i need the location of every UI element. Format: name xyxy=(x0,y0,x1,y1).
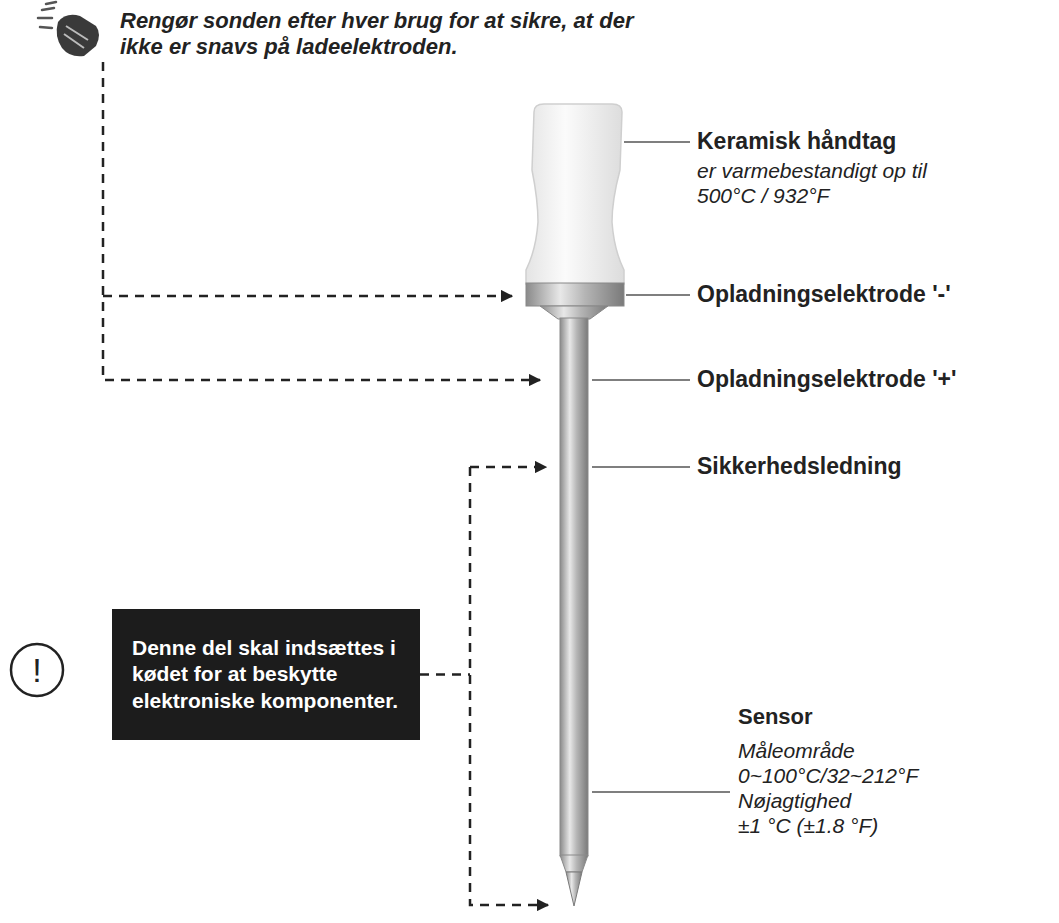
warning-icon xyxy=(11,644,63,696)
cleaning-note: Rengør sonden efter hver brug for at sik… xyxy=(120,8,660,61)
part-name: Opladningselektrode '-' xyxy=(697,281,951,309)
guide-line xyxy=(103,62,540,380)
ceramic-handle xyxy=(526,104,624,284)
probe-shaft xyxy=(560,318,588,856)
cleaning-icon xyxy=(38,2,99,56)
charging-electrode-minus xyxy=(526,283,624,306)
part-name: Sensor xyxy=(738,704,813,730)
probe-tip xyxy=(566,872,582,906)
guide-line xyxy=(103,295,512,298)
guide-line xyxy=(470,467,548,905)
guide-line xyxy=(470,466,546,469)
warning-mark: ! xyxy=(11,644,63,696)
spec-text: Måleområde xyxy=(738,738,855,763)
part-name: Keramisk håndtag xyxy=(697,128,896,156)
spec-text: 0~100°C/32~212°F xyxy=(738,763,918,788)
spec-text: Nøjagtighed xyxy=(738,788,851,813)
part-note: er varmebestandigt op til 500°C / 932°F xyxy=(697,158,979,208)
note-text: Denne del skal indsættes i kødet for at … xyxy=(132,635,400,714)
part-name: Sikkerhedsledning xyxy=(697,453,902,481)
probe xyxy=(526,104,624,906)
guide-line xyxy=(420,673,470,676)
spec-text: ±1 °C (±1.8 °F) xyxy=(738,813,878,838)
part-name: Opladningselektrode '+' xyxy=(697,366,957,394)
note-box: Denne del skal indsættes i kødet for at … xyxy=(112,609,420,740)
